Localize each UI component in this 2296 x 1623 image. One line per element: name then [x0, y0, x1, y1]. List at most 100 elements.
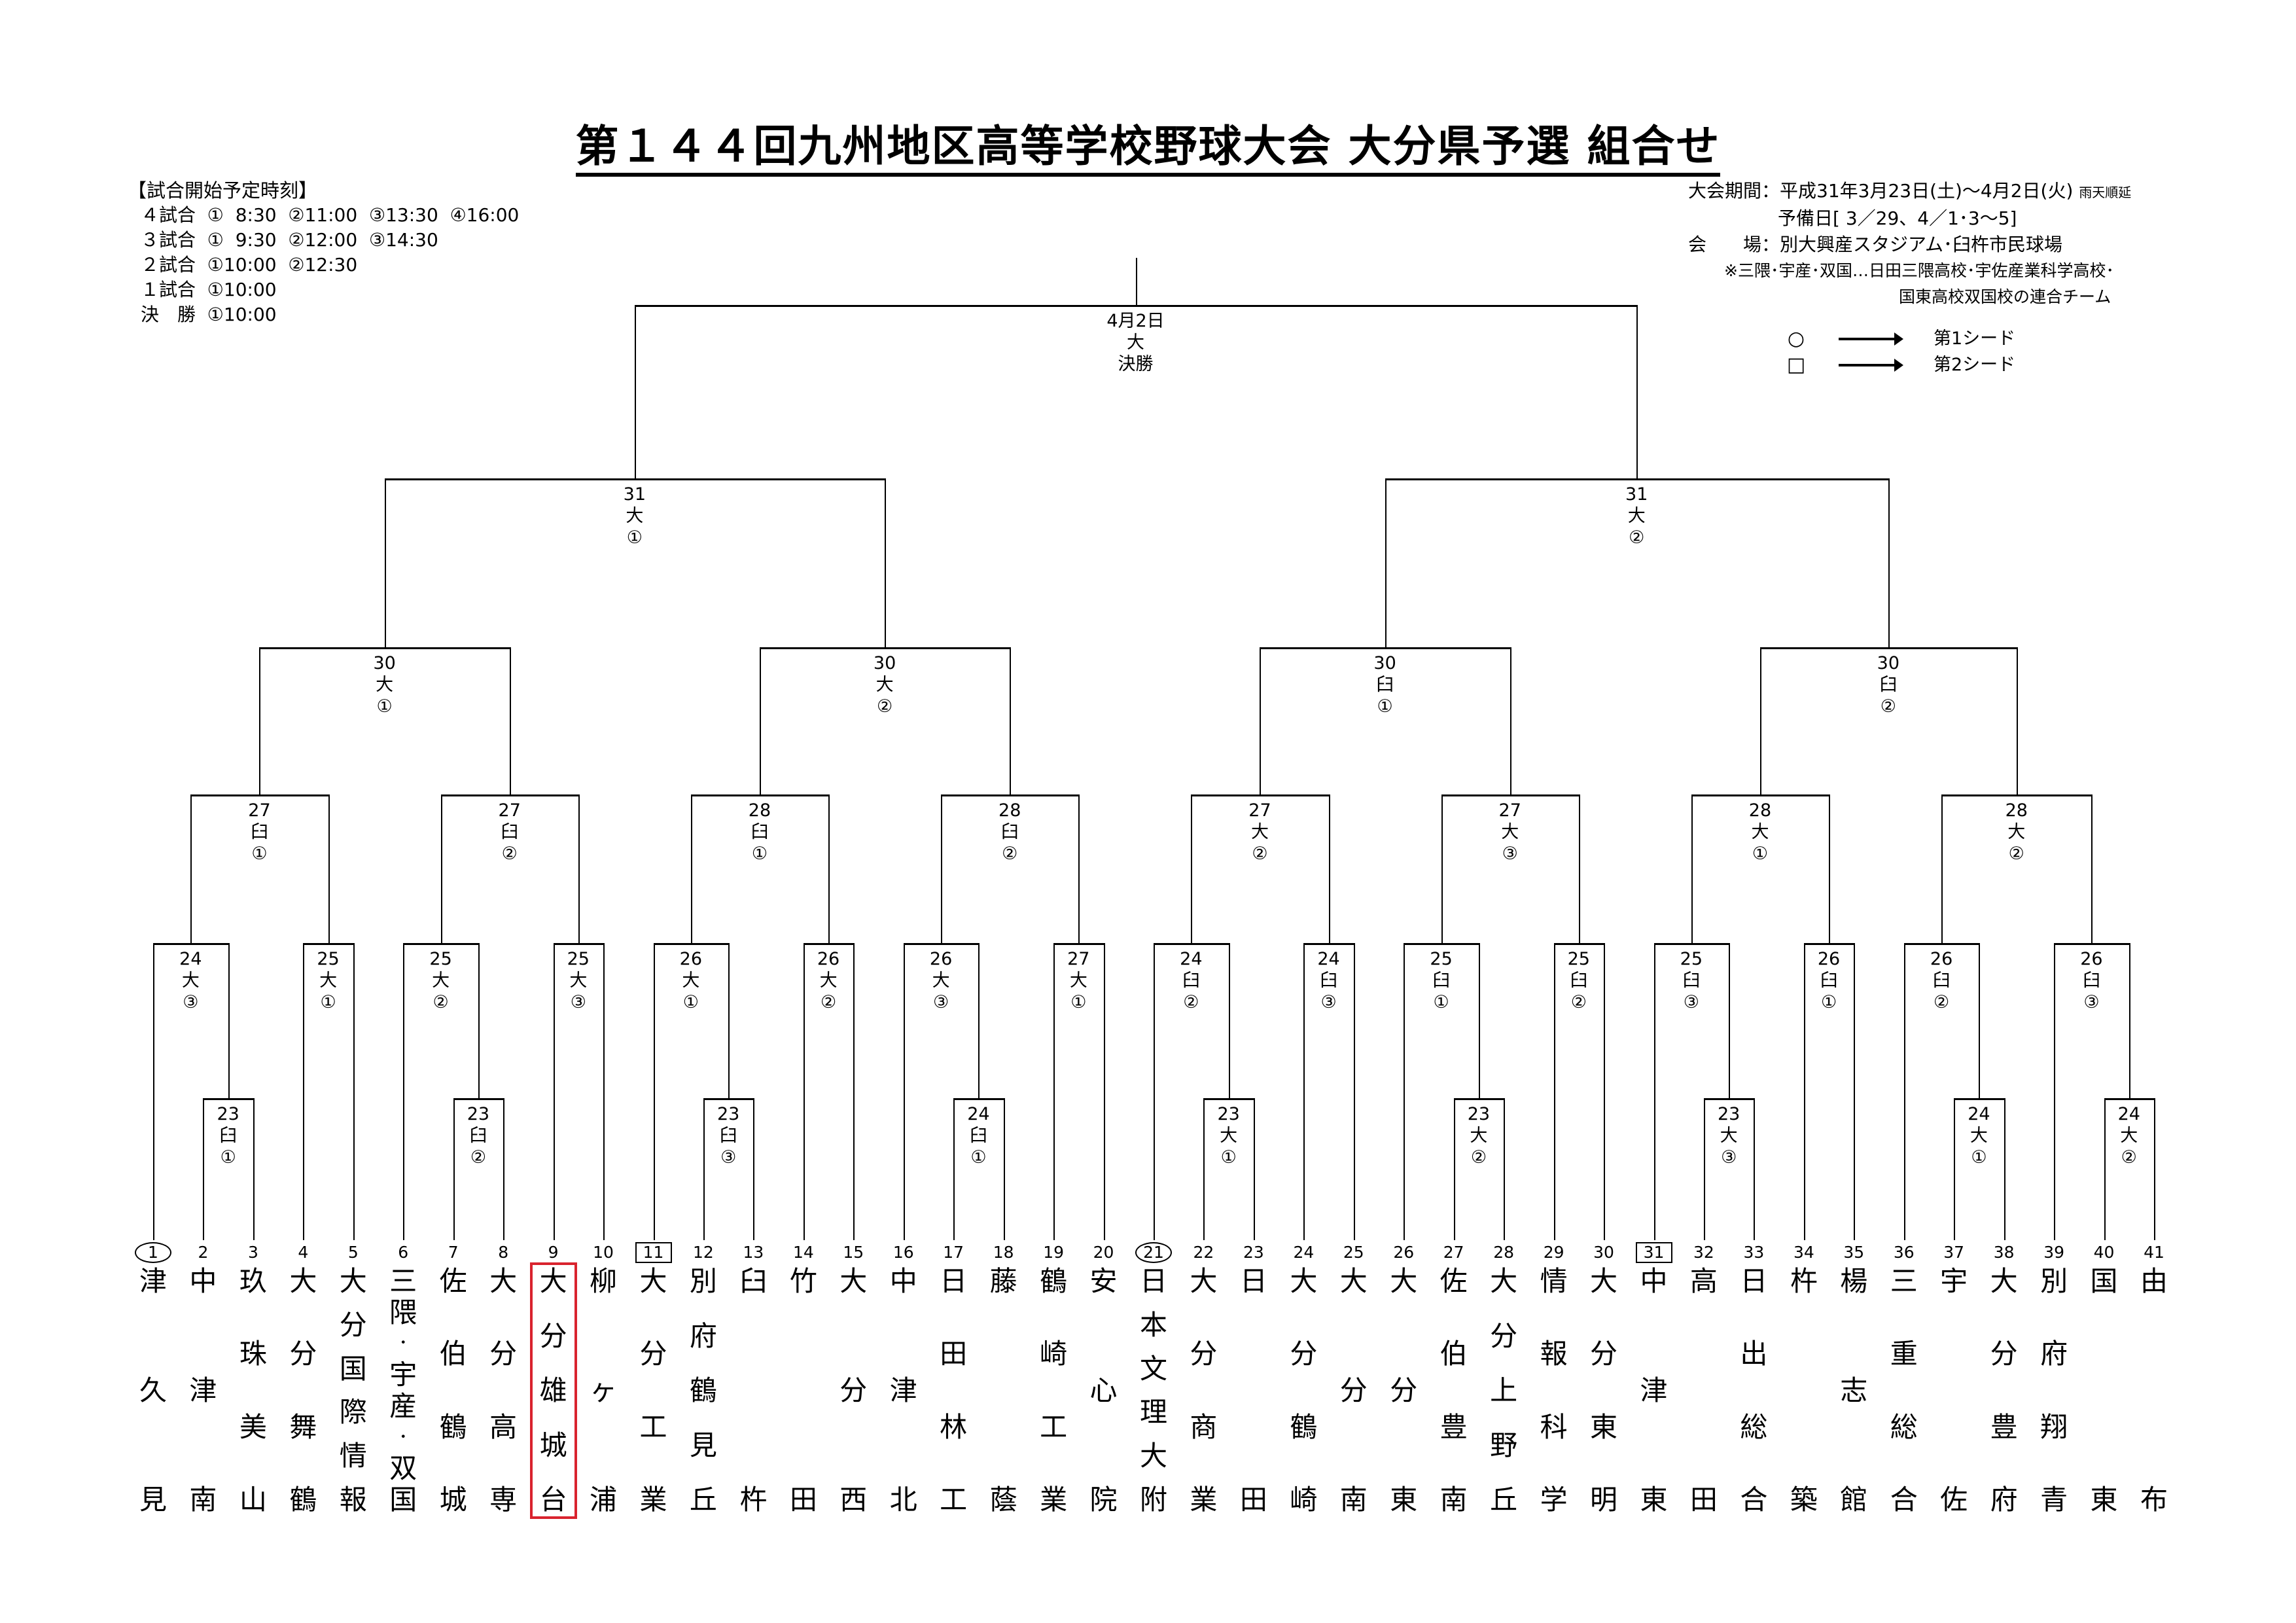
schedule-row: ２試合 ①10:00 ②12:30 — [141, 254, 358, 276]
team-name-char: 佐 — [1439, 1265, 1468, 1297]
match-game-no: ② — [1002, 844, 1018, 864]
bracket-line — [190, 794, 192, 943]
team-number: 35 — [1843, 1243, 1865, 1262]
team-name-char: ・ — [396, 1335, 411, 1352]
team-name-char: 楊 — [1840, 1265, 1868, 1297]
team-name-char: 見 — [689, 1429, 717, 1461]
team-name-char: 津 — [889, 1374, 917, 1406]
team-name: 宇佐 — [1934, 1266, 1973, 1515]
match-date: 27 — [498, 800, 521, 821]
bracket-line — [1385, 478, 1888, 480]
team-name-char: 大 — [489, 1265, 518, 1297]
bracket-line — [653, 943, 729, 945]
match-label: 4月2日大決勝 — [1097, 310, 1175, 375]
match-date: 25 — [567, 949, 590, 969]
team-name-char: 鶴 — [1040, 1265, 1068, 1297]
team-name-char: ヶ — [590, 1374, 618, 1406]
team-name-char: 業 — [1040, 1483, 1068, 1516]
match-venue: 大 — [1627, 506, 1646, 526]
team-name: 情報科学 — [1534, 1266, 1574, 1515]
bracket-line — [1103, 943, 1105, 1240]
team-number: 8 — [498, 1243, 509, 1262]
bracket-line — [903, 943, 905, 1240]
schedule-row: 決 勝 ①10:00 — [141, 304, 277, 325]
team-name-char: 由 — [2140, 1265, 2168, 1297]
team-name-char: 府 — [689, 1319, 717, 1352]
team-name-char: 鶴 — [439, 1410, 467, 1443]
bracket-line — [203, 1098, 253, 1100]
match-game-no: ② — [1183, 992, 1199, 1012]
match-date: 26 — [679, 949, 702, 969]
team-name-char: 上 — [1490, 1374, 1518, 1406]
team-name-char: 報 — [339, 1483, 367, 1516]
match-game-no: ① — [1220, 1147, 1237, 1168]
match-date: 26 — [1930, 949, 1953, 969]
team-number: 37 — [1943, 1243, 1965, 1262]
team-number: 40 — [2093, 1243, 2115, 1262]
bracket-line — [1228, 943, 1230, 1098]
team-name-char: 大 — [1139, 1440, 1167, 1472]
team-number: 11 — [635, 1242, 672, 1263]
team-name-char: 竹 — [789, 1265, 817, 1297]
bracket-line — [1653, 943, 1729, 945]
match-venue: 臼 — [2082, 971, 2100, 991]
bracket-line — [1759, 647, 1761, 794]
bracket-line — [828, 794, 830, 943]
match-date: 26 — [2080, 949, 2103, 969]
team-name: 鶴崎工業 — [1034, 1266, 1073, 1515]
match-date: 25 — [1430, 949, 1453, 969]
bracket-line — [803, 943, 805, 1240]
match-venue: 臼 — [969, 1126, 987, 1146]
match-game-no: ③ — [1721, 1147, 1737, 1168]
team-name-char: 科 — [1540, 1410, 1568, 1443]
match-venue: 臼 — [1570, 971, 1588, 991]
team-name: 大分国際情報 — [334, 1266, 373, 1515]
team-name: 大分上野丘 — [1484, 1266, 1523, 1515]
team-number: 15 — [843, 1243, 864, 1262]
match-venue: 大 — [1969, 1126, 1988, 1146]
joint-team-note-2: 国東高校双国校の連合チーム — [1899, 287, 2111, 306]
match-game-no: ③ — [2083, 992, 2100, 1012]
schedule-row: １試合 ①10:00 — [141, 279, 277, 300]
team-name: 杵築 — [1784, 1266, 1824, 1515]
match-game-no: ① — [751, 844, 768, 864]
team-name-char: 別 — [689, 1265, 717, 1297]
team-name-char: 心 — [1089, 1374, 1118, 1406]
team-name-char: 商 — [1190, 1410, 1218, 1443]
team-name: 日出総合 — [1734, 1266, 1773, 1515]
bracket-line — [1954, 1098, 1956, 1240]
match-date: 23 — [467, 1104, 490, 1124]
team-name-char: 分 — [839, 1374, 868, 1406]
period-text: 大会期間：平成31年3月23日(土)～4月2日(火) — [1688, 180, 2074, 202]
team-name-char: 国 — [339, 1352, 367, 1385]
match-game-no: ① — [376, 696, 393, 717]
bracket-line — [1191, 794, 1193, 943]
team-number: 22 — [1193, 1243, 1214, 1262]
match-game-no: ③ — [720, 1147, 737, 1168]
bracket-line — [690, 794, 829, 796]
team-number: 36 — [1893, 1243, 1915, 1262]
team-name: 安心院 — [1084, 1266, 1123, 1515]
team-number: 23 — [1243, 1243, 1264, 1262]
team-number: 39 — [2043, 1243, 2064, 1262]
bracket-line — [1303, 943, 1305, 1240]
bracket-line — [1636, 305, 1638, 478]
bracket-line — [2054, 943, 2056, 1240]
team-name: 大分鶴崎 — [1284, 1266, 1323, 1515]
match-venue: 臼 — [1320, 971, 1338, 991]
team-name: 大分雄城台 — [529, 1262, 577, 1519]
team-name-char: 府 — [1990, 1483, 2018, 1516]
bracket-line — [1803, 943, 1854, 945]
bracket-line — [228, 943, 230, 1098]
team-name-char: 大 — [1590, 1265, 1618, 1297]
rain-note: 雨天順延 — [2079, 185, 2132, 200]
match-venue: 大 — [1069, 971, 1087, 991]
